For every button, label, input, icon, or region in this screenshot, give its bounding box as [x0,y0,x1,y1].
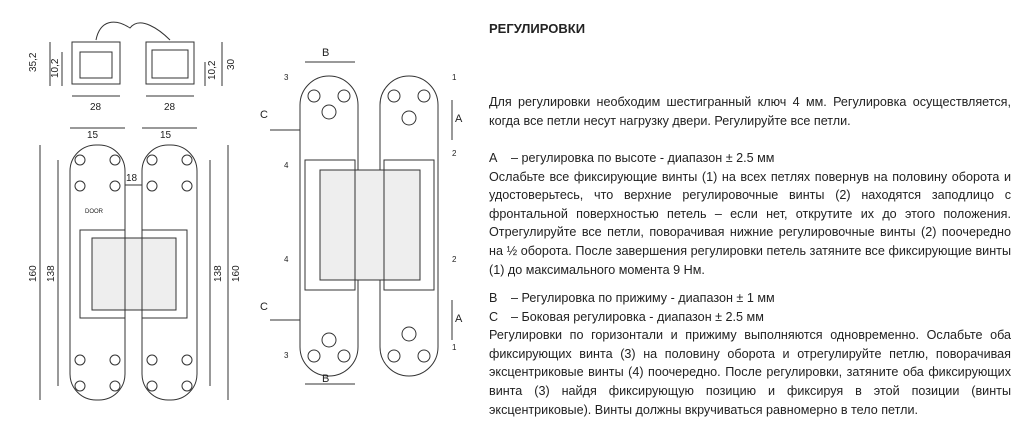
adjustment-view-drawing [270,61,453,385]
section-a-key: A [489,151,498,165]
section-a-body: Ослабьте все фиксирующие винты (1) на вс… [489,169,1011,277]
dim-30: 30 [226,58,237,70]
section-b-key: B [489,291,498,305]
label-b-top: B [322,47,329,59]
label-c-bottom: C [260,301,268,313]
label-3-top: 3 [284,73,289,82]
top-view-drawing [49,21,223,97]
dim-15-left: 15 [87,130,99,141]
label-2-bottom: 2 [452,255,457,264]
label-1-bottom: 1 [452,343,457,352]
dim-10-2-right: 10,2 [207,60,218,80]
dim-35-2: 35,2 [28,52,39,72]
dim-18: 18 [126,173,138,184]
dim-138-left: 138 [46,265,57,282]
dim-15-right: 15 [160,130,172,141]
section-b-heading: – Регулировка по прижиму - диапазон ± 1 … [511,291,775,305]
label-4-bottom: 4 [284,255,289,264]
label-c-top: C [260,109,268,121]
label-b-bottom: B [322,373,329,385]
dim-160-left: 160 [28,265,39,282]
section-c-key: C [489,309,499,324]
dim-138-right: 138 [213,265,224,282]
section-a-heading: – регулировка по высоте - диапазон ± 2.5… [511,151,775,165]
page-title: РЕГУЛИРОВКИ [489,21,586,36]
label-3-bottom: 3 [284,351,289,360]
hinge-technical-drawing: 35,2 10,2 28 28 10,2 30 15 15 18 160 138… [28,21,463,401]
dim-28-right: 28 [164,102,176,113]
label-2-top: 2 [452,149,457,158]
dim-10-2-left: 10,2 [50,58,61,78]
dim-160-right: 160 [231,265,242,282]
section-bc: B – Регулировка по прижиму - диапазон ± 1… [489,289,1011,419]
dim-28-left: 28 [90,102,102,113]
section-c-body: Регулировки по горизонтали и прижиму вып… [489,328,1011,417]
section-a: A – регулировка по высоте - диапазон ± 2.… [489,149,1011,279]
intro-text: Для регулировки необходим шестигранный к… [489,95,1011,128]
label-4-top: 4 [284,161,289,170]
label-1-top: 1 [452,73,457,82]
label-a-top: A [455,113,463,125]
door-label: DOOR [85,209,104,215]
front-view-drawing [39,127,229,401]
intro-paragraph: Для регулировки необходим шестигранный к… [489,93,1011,130]
section-c-heading: – Боковая регулировка - диапазон ± 2.5 м… [511,309,764,324]
label-a-bottom: A [455,313,463,325]
